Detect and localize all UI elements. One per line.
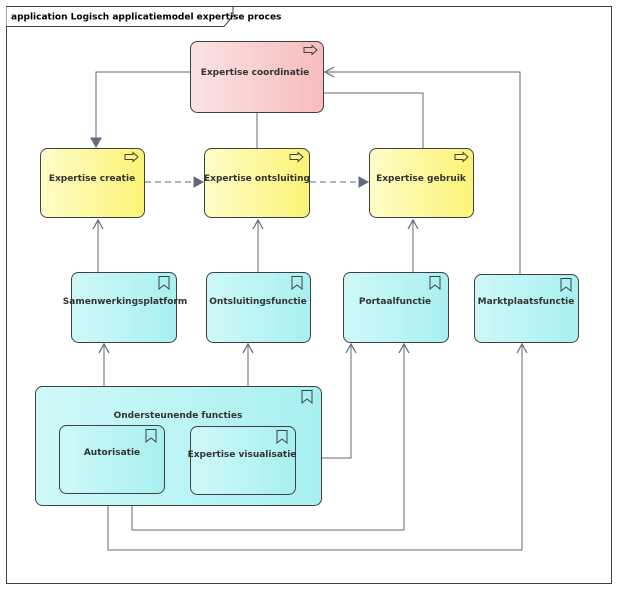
connector-marktplaats-coordinatie[interactable] (323, 66, 521, 274)
function-bookmark-icon (429, 276, 441, 291)
node-marktplaatsfunctie[interactable]: Marktplaatsfunctie (474, 274, 579, 343)
node-label: Samenwerkingsplatform (63, 297, 187, 307)
node-autorisatie[interactable]: Autorisatie (59, 425, 165, 494)
frame-title-tab (6, 6, 234, 27)
node-expertise-coordinatie[interactable]: Expertise coordinatie (190, 41, 324, 113)
function-bookmark-icon (158, 276, 170, 291)
connectors (90, 66, 528, 551)
connector-coordinatie-creatie[interactable] (90, 71, 190, 149)
function-bookmark-icon (145, 429, 157, 444)
frame-title: application Logisch applicatiemodel expe… (11, 13, 281, 23)
connector-autorisatie-portaal[interactable] (131, 342, 410, 531)
node-expertise-creatie[interactable]: Expertise creatie (40, 148, 145, 218)
process-arrow-icon (454, 151, 469, 163)
process-arrow-icon (289, 151, 304, 163)
function-bookmark-icon (301, 390, 313, 405)
process-arrow-icon (303, 44, 318, 56)
node-label: Marktplaatsfunctie (478, 297, 575, 307)
node-label: Expertise creatie (49, 174, 135, 184)
process-arrow-icon (124, 151, 139, 163)
node-label: Ontsluitingsfunctie (209, 297, 306, 307)
function-bookmark-icon (560, 278, 572, 293)
node-label: Ondersteunende functies (114, 411, 243, 421)
node-label: Expertise gebruik (376, 174, 467, 184)
function-bookmark-icon (291, 276, 303, 291)
node-label: Portaalfunctie (359, 297, 431, 307)
node-label: Expertise ontsluiting (204, 174, 310, 184)
node-ontsluitingsfunctie[interactable]: Ontsluitingsfunctie (206, 272, 311, 343)
connector-autorisatie-marktplaats[interactable] (107, 342, 528, 551)
node-portaalfunctie[interactable]: Portaalfunctie (343, 272, 449, 343)
function-bookmark-icon (276, 430, 288, 445)
node-samenwerkingsplatform[interactable]: Samenwerkingsplatform (63, 272, 187, 343)
node-label: Expertise coordinatie (201, 68, 310, 78)
node-expertise-ontsluiting[interactable]: Expertise ontsluiting (204, 148, 310, 218)
node-label: Autorisatie (84, 448, 140, 458)
node-label: Expertise visualisatie (188, 450, 297, 460)
node-expertise-visualisatie[interactable]: Expertise visualisatie (188, 426, 297, 495)
node-expertise-gebruik[interactable]: Expertise gebruik (369, 148, 474, 218)
connector-coordinatie-gebruik[interactable] (323, 92, 424, 148)
